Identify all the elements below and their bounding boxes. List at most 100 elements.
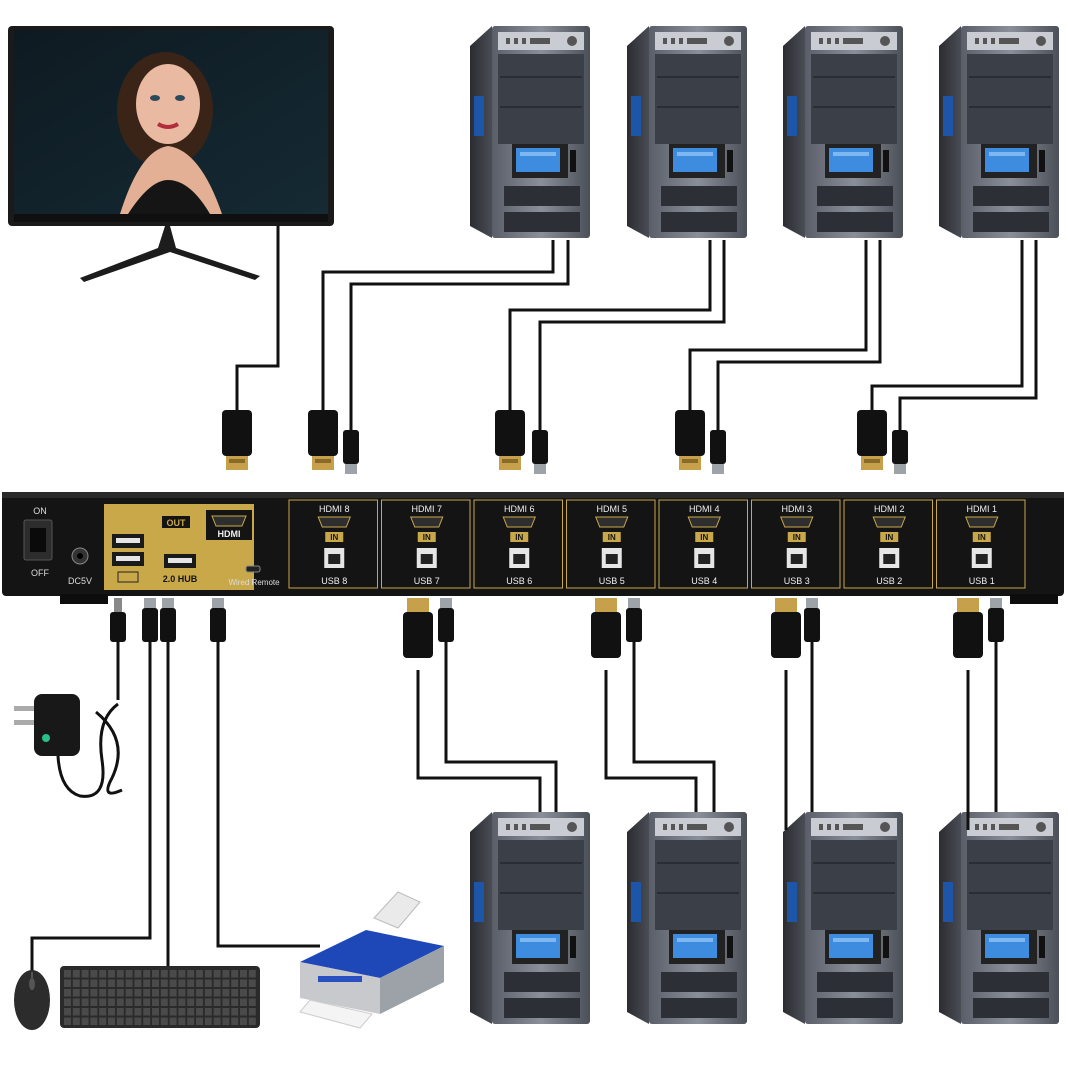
keyboard-key [116,998,124,1006]
keyboard-key [160,970,168,978]
computer-tower-icon [939,812,1059,1024]
hub-label: 2.0 HUB [163,574,198,584]
keyboard-key [178,1008,186,1016]
keyboard-key [169,989,177,997]
keyboard-key [231,1008,239,1016]
keyboard-key [240,998,247,1006]
keyboard-key [169,1017,177,1025]
keyboard-key [196,979,203,987]
keyboard-key [169,998,177,1006]
in-label: IN [330,533,338,542]
keyboard-key [187,970,195,978]
in-label: IN [423,533,431,542]
usb-input-label: USB 4 [691,576,717,586]
keyboard-key [213,979,221,987]
hdmi-input-port[interactable] [410,516,444,528]
usb-plugs-bottom [142,598,1004,642]
keyboard-key [231,998,239,1006]
hdmi-input-port[interactable] [872,516,906,528]
computer-tower-icon [627,812,747,1024]
hdmi-input-port[interactable] [780,516,814,528]
keyboard-key [125,998,133,1006]
keyboard-key [231,970,239,978]
power-on-label: ON [33,506,47,516]
keyboard-key [248,1008,256,1016]
hdmi-input-port[interactable] [595,516,629,528]
hdmi-input-label: HDMI 6 [504,504,535,514]
keyboard-port-icon [117,571,139,583]
kvm-switch: ON OFF DC5V OUT 2.0 HUB HDMI Wired Remot… [2,492,1064,604]
keyboard-key [187,998,195,1006]
computer-tower-icon [783,812,903,1024]
usb-input-label: USB 2 [876,576,902,586]
in-label: IN [793,533,801,542]
hdmi-input-port[interactable] [965,516,999,528]
mouse-icon [14,970,50,1030]
keyboard-key [116,989,124,997]
hdmi-out-port[interactable] [211,515,247,527]
keyboard-key [108,998,115,1006]
keyboard-key [143,989,151,997]
keyboard-key [248,1017,256,1025]
usb-input-label: USB 5 [599,576,625,586]
keyboard-key [178,979,186,987]
keyboard-key [125,1008,133,1016]
keyboard-key [204,1008,212,1016]
hdmi-input-label: HDMI 4 [689,504,720,514]
keyboard-key [143,979,151,987]
hdmi-input-port[interactable] [687,516,721,528]
keyboard-key [116,1017,124,1025]
keyboard-key [134,989,142,997]
out-label: OUT [167,518,187,528]
keyboard-key [196,1008,203,1016]
hdmi-input-label: HDMI 5 [596,504,627,514]
keyboard-key [240,979,247,987]
keyboard-key [64,1008,71,1016]
keyboard-key [72,970,80,978]
usb-input-label: USB 1 [969,576,995,586]
keyboard-key [90,1008,98,1016]
keyboard-key [81,1008,89,1016]
keyboard-key [160,998,168,1006]
keyboard-key [231,989,239,997]
dc-label: DC5V [68,576,92,586]
keyboard-key [240,989,247,997]
computer-tower-icon [470,812,590,1024]
hdmi-input-port[interactable] [502,516,536,528]
keyboard-key [134,979,142,987]
keyboard-key [160,1008,168,1016]
keyboard-key [152,989,159,997]
keyboard-key [64,998,71,1006]
keyboard-key [108,979,115,987]
hdmi-out-label: HDMI [218,529,241,539]
keyboard-key [248,970,256,978]
keyboard-key [81,989,89,997]
keyboard-key [143,1017,151,1025]
hdmi-input-label: HDMI 3 [781,504,812,514]
keyboard-keys [64,970,256,1025]
cables-top [235,226,1038,432]
hdmi-input-port[interactable] [317,516,351,528]
keyboard-key [90,998,98,1006]
keyboard-key [204,998,212,1006]
keyboard-key [72,989,80,997]
keyboard-key [240,1017,247,1025]
usb-input-label: USB 8 [321,576,347,586]
keyboard-key [169,979,177,987]
keyboard-key [231,979,239,987]
hdmi-input-label: HDMI 2 [874,504,905,514]
keyboard-key [81,1017,89,1025]
computer-tower-icon [783,26,903,238]
keyboard-key [134,998,142,1006]
keyboard-key [72,979,80,987]
keyboard-key [99,979,107,987]
keyboard-key [143,998,151,1006]
remote-port[interactable] [245,565,261,573]
